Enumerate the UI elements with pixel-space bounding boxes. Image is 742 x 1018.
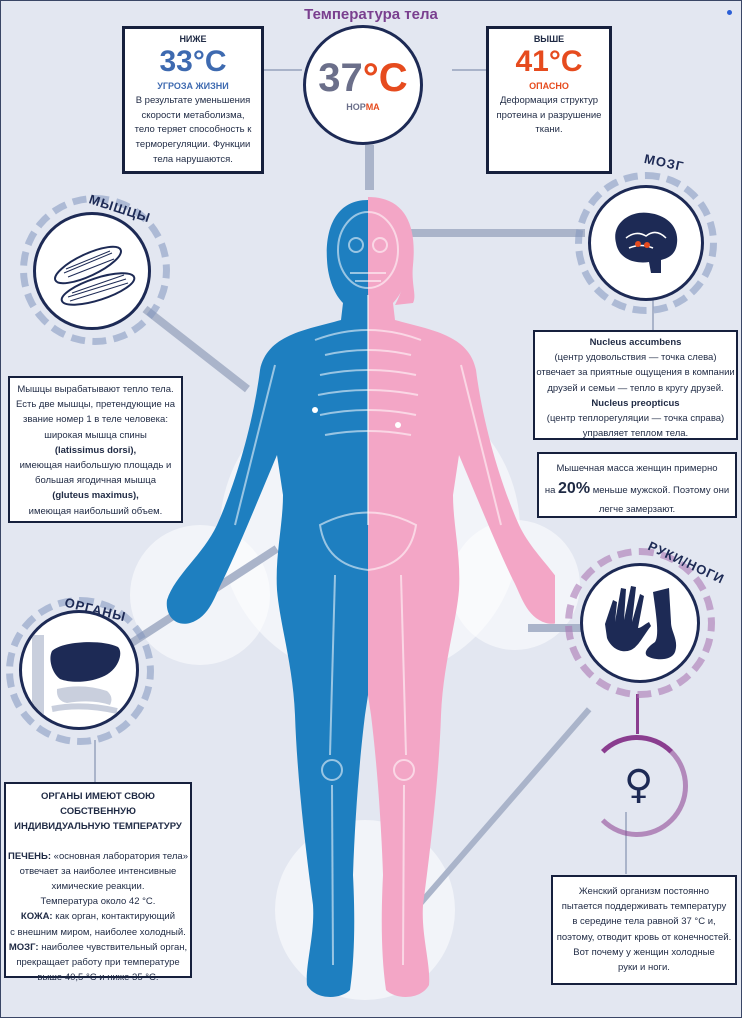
- connector-line: [452, 69, 486, 71]
- muscles-line6: имеющая наибольшую площадь и: [19, 459, 172, 471]
- brain-circle: [588, 185, 704, 301]
- normal-temp-circle: 37°C НОРМА: [303, 25, 423, 145]
- muscles-line4: широкая мышца спины: [44, 429, 147, 441]
- connector-line: [528, 624, 583, 632]
- mass-last: легче замерзают.: [598, 503, 676, 515]
- low-temp-value: 33°C: [159, 44, 227, 78]
- muscles-line7: большая ягодичная мышца: [35, 475, 156, 487]
- limbs-circle: [580, 563, 700, 683]
- muscles-circle: [33, 212, 151, 330]
- page-title: Температура тела: [304, 6, 438, 23]
- normal-temp-unit: °C: [362, 56, 408, 100]
- organs-liver-label: ПЕЧЕНЬ:: [7, 850, 52, 862]
- organs-brain3: выше 40,5 °C и ниже 35 °C.: [37, 972, 159, 984]
- high-temp-value: 41°C: [515, 44, 583, 78]
- connector-line: [94, 740, 96, 782]
- brain-icon: [615, 212, 678, 273]
- body-figure: [166, 197, 555, 997]
- mass-percent: 20%: [558, 480, 591, 498]
- muscles-ring: [20, 195, 170, 345]
- brain-t2: (центр удовольствия — точка слева): [554, 352, 717, 364]
- mass-pre: Мышечная масса женщин примерно: [556, 463, 718, 474]
- connector-line: [636, 694, 639, 734]
- muscles-line5: (latissimus dorsi),: [54, 444, 137, 456]
- limbs-l6: руки и ноги.: [618, 961, 670, 973]
- brain-t4: друзей и семьи — тепло в кругу друзей.: [547, 382, 724, 394]
- muscles-line3: звание номер 1 в теле человека:: [23, 414, 168, 426]
- brain-t1: Nucleus accumbens: [589, 337, 682, 348]
- normal-label-b: МА: [365, 102, 380, 112]
- brain-t5: Nucleus preopticus: [591, 397, 680, 409]
- organs-title1: ОРГАНЫ ИМЕЮТ СВОЮ СОБСТВЕННУЮ: [41, 791, 155, 818]
- mass-info-box: Мышечная масса женщин примерно на 20% ме…: [537, 452, 737, 518]
- high-text: Деформация структур протеина и разрушени…: [496, 94, 602, 136]
- high-temp-card: ВЫШЕ 41°C ОПАСНО Деформация структур про…: [486, 26, 612, 174]
- organs-brain2: прекращает работу при температуре: [16, 956, 180, 968]
- muscles-line2: Есть две мышцы, претендующие на: [15, 399, 176, 411]
- high-status: ОПАСНО: [529, 80, 569, 91]
- organs-title2: ИНДИВИДУАЛЬНУЮ ТЕМПЕРАТУРУ: [14, 821, 182, 833]
- organs-skin-label: КОЖА:: [20, 911, 53, 923]
- connector-line: [365, 145, 374, 190]
- organs-liver: «основная лаборатория тела»: [53, 850, 188, 862]
- female-symbol-icon: ♀: [624, 762, 654, 808]
- brain-t7: управляет теплом тела.: [582, 428, 689, 440]
- liver-icon: [32, 635, 121, 715]
- normal-label-a: НОР: [346, 102, 366, 112]
- limbs-l1: Женский организм постоянно: [578, 886, 710, 897]
- limbs-ring: [565, 548, 715, 698]
- muscles-line1: Мышцы вырабатывают тепло тела.: [17, 384, 174, 395]
- limbs-l2: пытается поддерживать температуру: [561, 901, 727, 913]
- female-ring: [586, 735, 688, 837]
- mass-on: на: [544, 485, 556, 497]
- brain-t6: (центр теплорегуляции — точка справа): [546, 412, 725, 424]
- organs-brain-label: МОЗГ:: [8, 941, 39, 953]
- organs-liver4: Температура около 42 °C.: [40, 896, 156, 908]
- corner-dot: [727, 10, 732, 15]
- hand-foot-icon: [605, 586, 677, 660]
- limbs-l5: Вот почему у женщин холодные: [573, 946, 715, 958]
- low-status: УГРОЗА ЖИЗНИ: [157, 80, 229, 91]
- low-label: НИЖЕ: [179, 34, 207, 44]
- organs-info-box: ОРГАНЫ ИМЕЮТ СВОЮ СОБСТВЕННУЮ ИНДИВИДУАЛ…: [4, 782, 192, 983]
- organs-ring: [6, 597, 154, 745]
- organs-skin2: с внешним миром, наиболее холодный.: [10, 926, 186, 938]
- normal-temp-digits: 37: [318, 56, 363, 100]
- organs-skin: как орган, контактирующий: [55, 911, 176, 923]
- low-temp-card: НИЖЕ 33°C УГРОЗА ЖИЗНИ В результате умен…: [122, 26, 264, 174]
- connector-line: [260, 69, 302, 71]
- brain-ring: [575, 172, 717, 314]
- limbs-l3: в середине тела равной 37 °C и,: [572, 916, 716, 928]
- muscles-line9: имеющая наибольший объем.: [28, 505, 163, 517]
- organs-liver3: химические реакции.: [51, 880, 145, 892]
- organs-circle: [19, 610, 139, 730]
- limbs-info-box: Женский организм постоянно пытается подд…: [551, 875, 737, 985]
- limbs-l4: поэтому, отводит кровь от конечностей.: [556, 931, 732, 943]
- connector-line: [625, 812, 627, 874]
- high-label: ВЫШЕ: [533, 34, 565, 44]
- brain-info-box: Nucleus accumbens (центр удовольствия — …: [533, 330, 738, 440]
- organs-liver2: отвечает за наиболее интенсивные: [19, 865, 177, 877]
- connector-line: [410, 229, 585, 237]
- mass-post: меньше мужской. Поэтому они: [592, 485, 730, 497]
- muscles-info-box: Мышцы вырабатывают тепло тела. Есть две …: [8, 376, 183, 523]
- organs-brain: наиболее чувствительный орган,: [41, 941, 188, 953]
- muscles-line8: (gluteus maximus),: [52, 490, 139, 502]
- low-text: В результате уменьшения скорости метабол…: [134, 94, 252, 165]
- muscle-icon: [54, 245, 136, 306]
- brain-t3: отвечает за приятные ощущения в компании: [536, 367, 735, 379]
